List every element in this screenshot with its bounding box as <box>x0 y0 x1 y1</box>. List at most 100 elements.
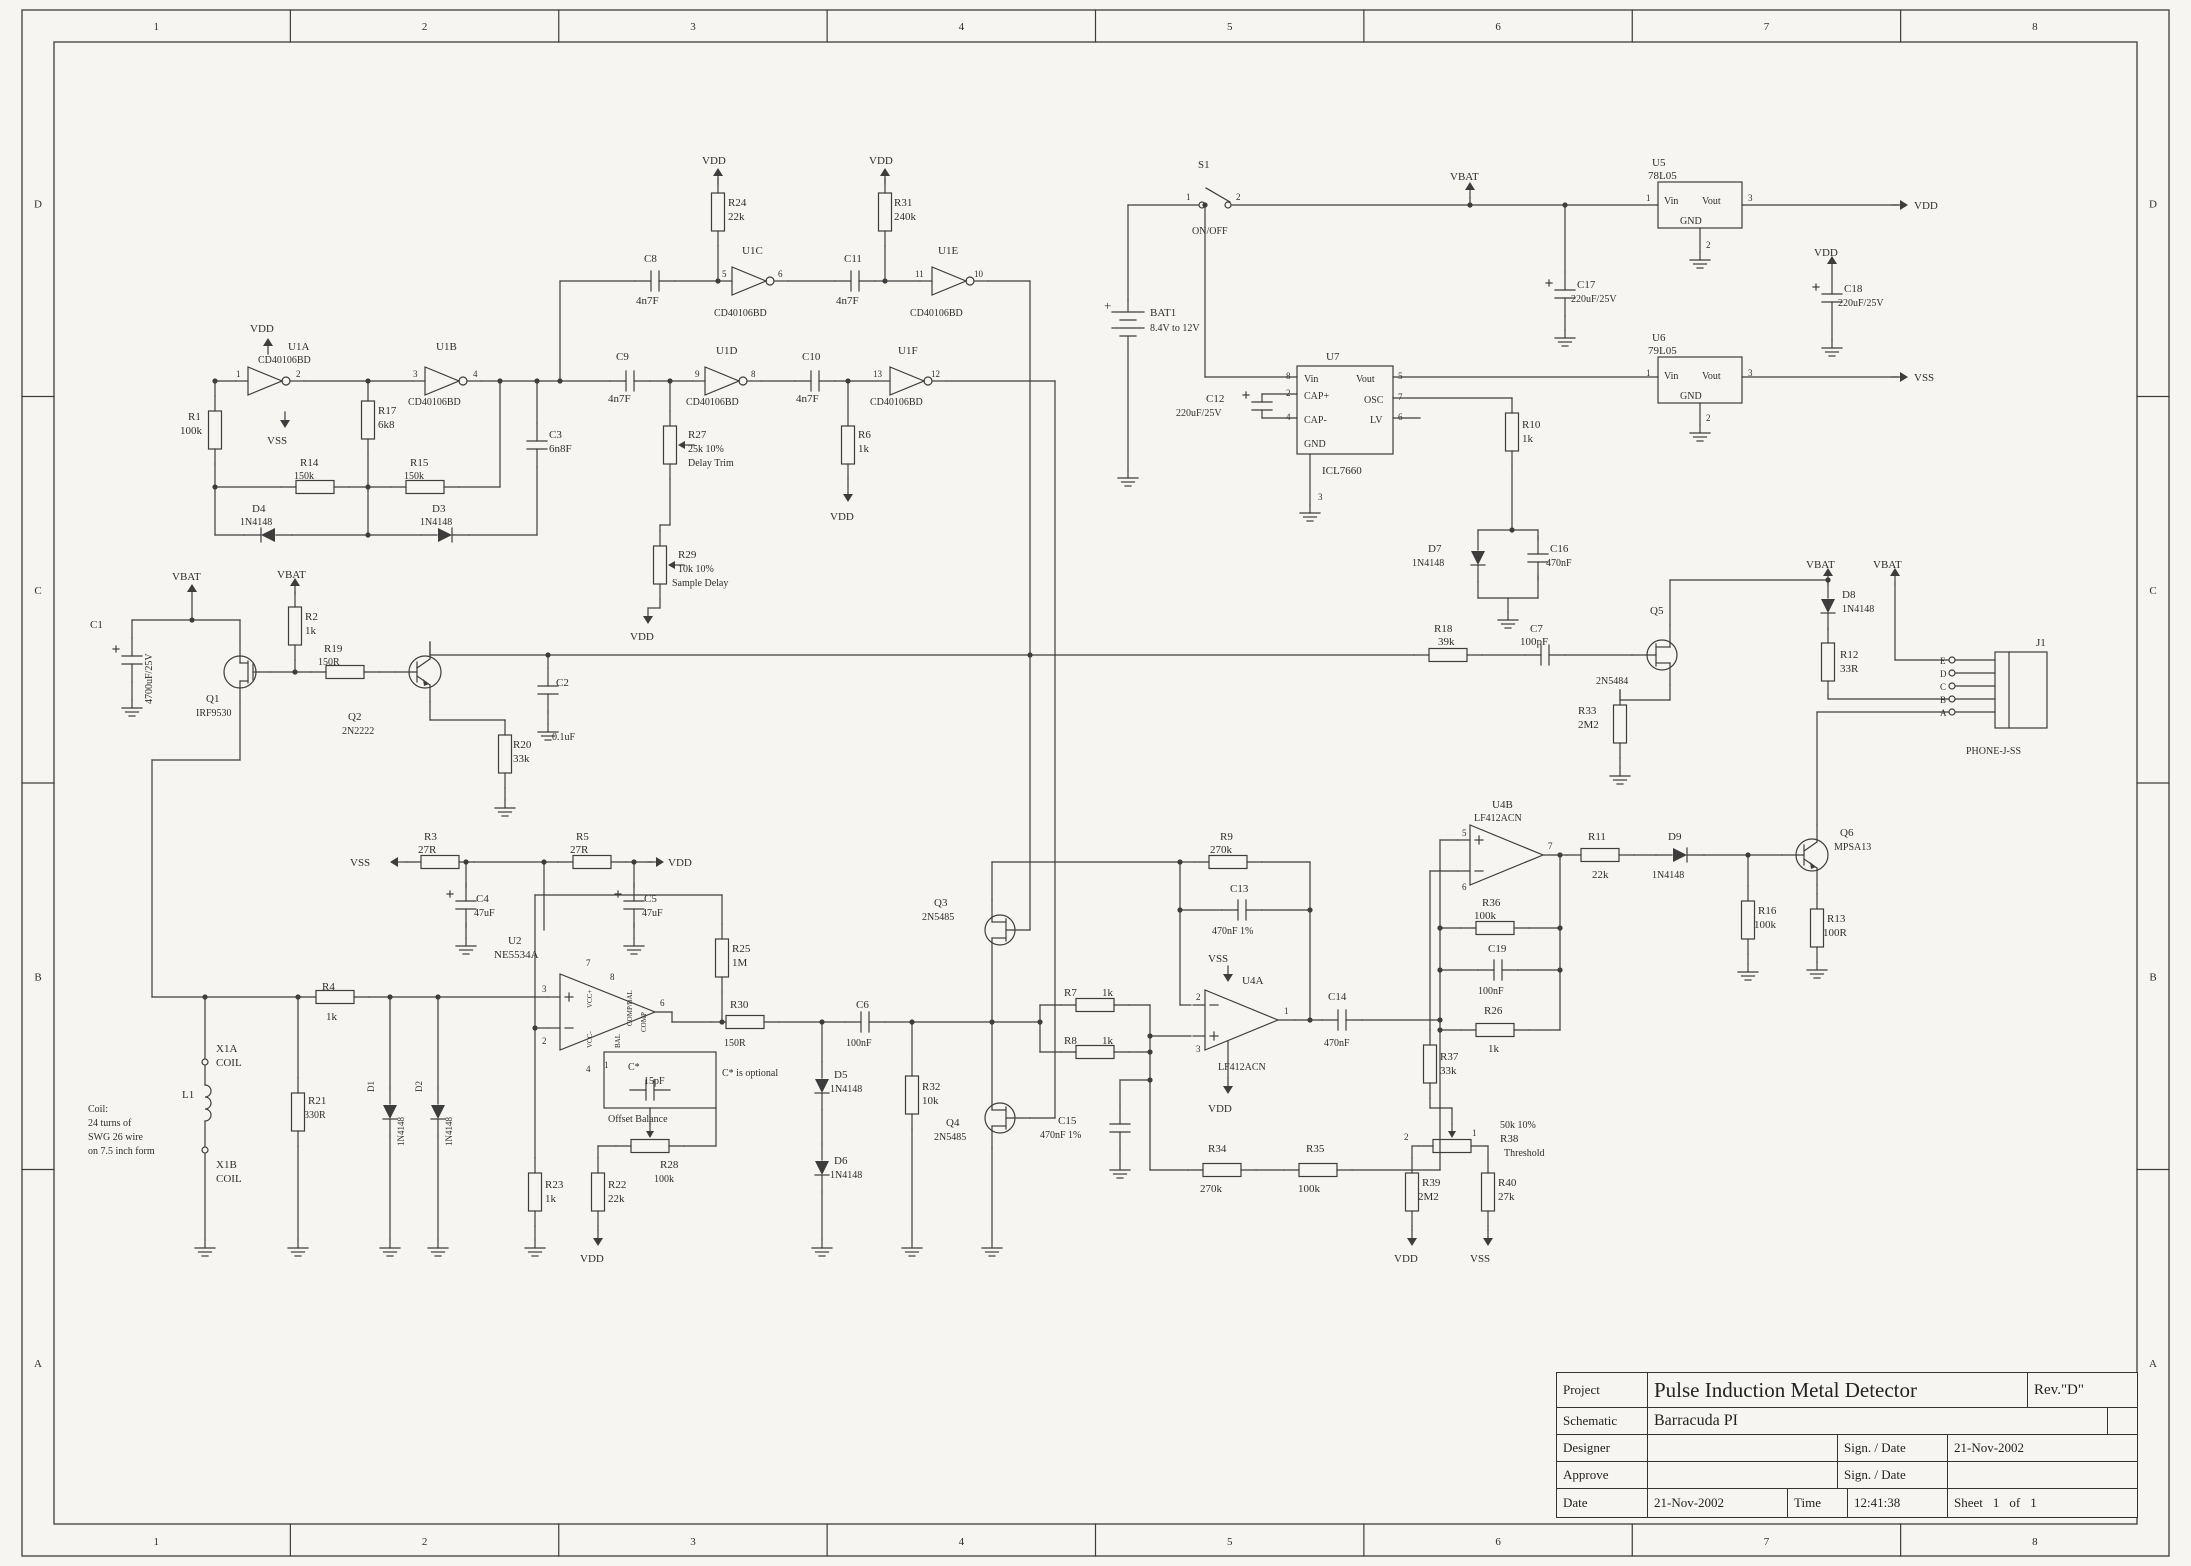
label: 3 <box>1318 492 1323 502</box>
diode <box>815 1079 829 1093</box>
label: R12 <box>1840 649 1858 661</box>
power-arrow <box>843 494 853 502</box>
label: 25k 10% <box>688 444 724 455</box>
junction-dot <box>1509 527 1515 533</box>
junction-dot <box>292 669 298 675</box>
label: C9 <box>616 351 629 363</box>
label: U4A <box>1242 975 1263 987</box>
label: D7 <box>1428 543 1442 555</box>
label: R39 <box>1422 1177 1441 1189</box>
terminal <box>1948 708 1956 716</box>
label: 100k <box>1474 910 1497 922</box>
label: 2M2 <box>1578 719 1599 731</box>
inverter <box>704 366 741 396</box>
npn-transistor <box>1803 841 1818 852</box>
label: 5 <box>1398 371 1403 381</box>
resistor <box>420 854 460 870</box>
label: D8 <box>1842 589 1856 601</box>
label: 39k <box>1438 636 1455 648</box>
label: 1 <box>1646 368 1651 378</box>
label: 6 <box>1495 21 1501 33</box>
label: 1k <box>858 443 870 455</box>
label: Sample Delay <box>672 578 728 589</box>
label: CD40106BD <box>408 397 461 408</box>
inductor <box>204 1084 212 1122</box>
resistor <box>290 1092 306 1132</box>
junction-dot <box>1557 967 1563 973</box>
label: 100k <box>1754 919 1777 931</box>
label: C16 <box>1550 543 1569 555</box>
npn-transistor <box>1810 862 1816 869</box>
potentiometer <box>662 425 678 465</box>
label: 2N5485 <box>934 1132 966 1143</box>
label: Threshold <box>1504 1148 1545 1159</box>
label: E <box>1940 656 1946 666</box>
terminal <box>201 1058 209 1066</box>
label: 2 <box>1706 240 1711 250</box>
label: VCC+ <box>586 990 594 1008</box>
label: 10 <box>974 269 984 279</box>
label: 2N5485 <box>922 912 954 923</box>
power-arrow <box>390 857 398 867</box>
label: 220uF/25V <box>1571 294 1617 305</box>
label: LF412ACN <box>1474 813 1522 824</box>
power-arrow <box>1827 256 1837 264</box>
label: NE5534A <box>494 949 539 961</box>
label: R20 <box>513 739 532 751</box>
junction-dot <box>1307 1017 1313 1023</box>
resistor <box>287 606 303 646</box>
label: 15pF <box>644 1076 665 1087</box>
label: 12 <box>931 369 940 379</box>
approve-label: Approve <box>1563 1467 1609 1482</box>
label: ICL7660 <box>1322 465 1362 477</box>
resistor <box>207 410 223 450</box>
label: Vin <box>1664 196 1678 207</box>
label: 8 <box>2032 21 2038 33</box>
resistor <box>1202 1162 1242 1178</box>
junction-dot <box>882 278 888 284</box>
label: 1N4148 <box>1842 604 1874 615</box>
label: 150R <box>318 657 340 668</box>
label: R15 <box>410 457 429 469</box>
label: 3 <box>1748 368 1753 378</box>
junction-dot <box>435 994 441 1000</box>
label: VDD <box>1814 247 1838 259</box>
label: COIL <box>216 1057 242 1069</box>
label: J1 <box>2036 637 2046 649</box>
label: CD40106BD <box>258 355 311 366</box>
resistor <box>1075 1044 1115 1060</box>
designer-date: 21-Nov-2002 <box>1947 1435 2137 1461</box>
power-arrow <box>1223 974 1233 982</box>
label: VSS <box>1914 372 1934 384</box>
junction-dot <box>1147 1033 1153 1039</box>
label: 22k <box>1592 869 1609 881</box>
label: U1F <box>898 345 918 357</box>
label: Vout <box>1702 196 1721 207</box>
label: VBAT <box>172 571 201 583</box>
label: D4 <box>252 503 266 515</box>
label: C3 <box>549 429 562 441</box>
junction-dot <box>365 532 371 538</box>
label: Vin <box>1664 371 1678 382</box>
switch <box>1205 187 1231 203</box>
label: R11 <box>1588 831 1606 843</box>
label: BAT1 <box>1150 307 1176 319</box>
junction-dot <box>295 994 301 1000</box>
label: CD40106BD <box>686 397 739 408</box>
diode <box>261 528 275 542</box>
label: 6 <box>660 998 665 1008</box>
label: 1 <box>1472 1128 1477 1138</box>
power-arrow <box>1890 568 1900 576</box>
label: C18 <box>1844 283 1863 295</box>
label: 470nF 1% <box>1212 926 1253 937</box>
junction-dot <box>557 378 563 384</box>
junction-dot <box>909 1019 915 1025</box>
label: 6 <box>778 269 783 279</box>
junction-dot <box>1177 859 1183 865</box>
label: C19 <box>1488 943 1507 955</box>
resistor <box>1480 1172 1496 1212</box>
label: 22k <box>608 1193 625 1205</box>
label: C11 <box>844 253 862 265</box>
label: 3 <box>1196 1044 1201 1054</box>
approve-name <box>1647 1462 1837 1488</box>
